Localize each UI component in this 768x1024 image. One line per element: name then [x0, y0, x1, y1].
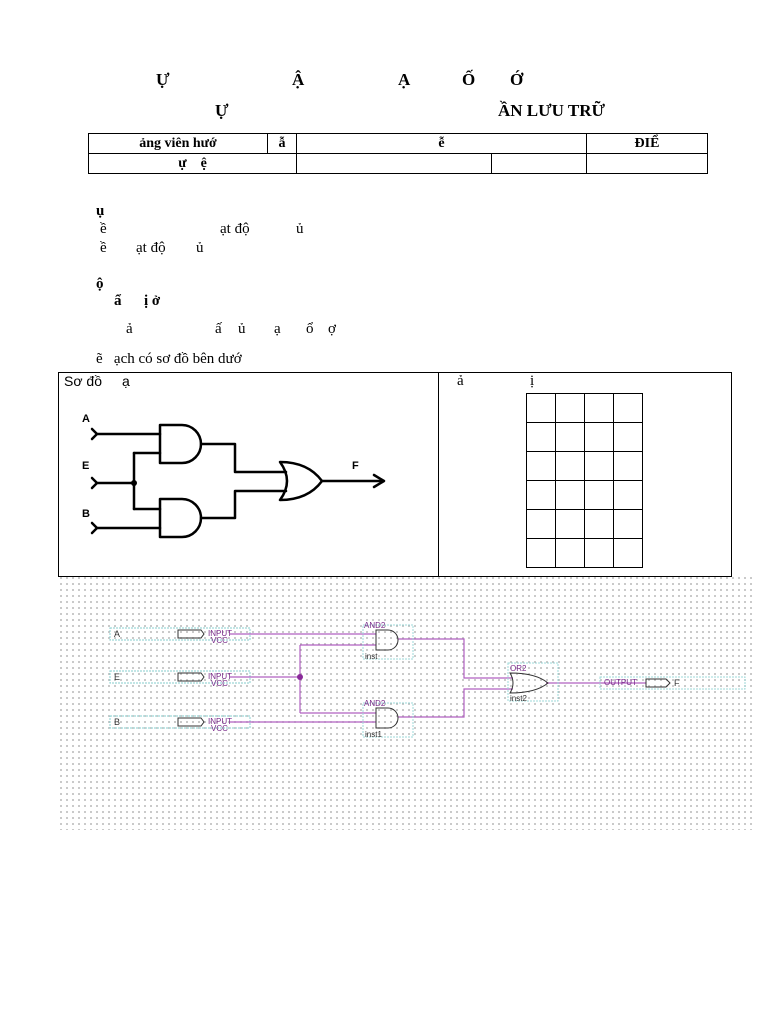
schematic-or-gate [509, 672, 549, 694]
section1-line2-b: ạt độ [136, 240, 166, 256]
and-gate-2 [158, 497, 203, 539]
and-gate-1 [158, 423, 203, 465]
title-line1-part1: Ự [156, 70, 170, 89]
section1-line2-a: ề [100, 240, 107, 256]
schematic-and2-type: AND2 [364, 699, 386, 708]
cell-name-label: ễ [296, 133, 587, 154]
truth-table-title-a: ả [457, 373, 464, 389]
section1-line1-b: ạt độ [220, 221, 250, 237]
output-pin-shape [645, 678, 671, 688]
cell-instructor-label-2: ẫ [267, 133, 297, 154]
task-part-3: ủ [238, 321, 246, 337]
cell-date-label: ự ệ [88, 153, 297, 174]
schematic-input-a-type: INPUT [208, 629, 232, 638]
circuit-title-b: ạ [122, 373, 130, 389]
section2-sub-a: ẩ [114, 293, 122, 309]
schematic-output-name: F [674, 678, 680, 688]
cell-empty-1 [296, 153, 492, 174]
cell-empty-3 [586, 153, 708, 174]
input-label-e: E [82, 460, 89, 472]
truth-table-grid [526, 393, 643, 568]
section2-intro: ẽ ạch có sơ đồ bên dướ [96, 351, 242, 367]
section2-heading: ộ [96, 276, 104, 292]
schematic-or-inst: inst2 [510, 694, 527, 703]
section2-sub-b: ị ở [144, 293, 161, 309]
section1-heading: ụ [96, 203, 105, 219]
cell-instructor-label: ảng viên hướ [88, 133, 268, 154]
input-label-a: A [82, 413, 90, 425]
schematic-and2-inst: inst1 [365, 730, 382, 739]
schematic-or-type: OR2 [510, 664, 527, 673]
task-part-4: ạ [274, 321, 281, 337]
schematic-input-b-type: INPUT [208, 717, 232, 726]
schematic-diagram: A E B INPUT VCC INPUT VCC INPUT VCC AND2… [109, 621, 746, 739]
task-part-6: ợ [328, 321, 336, 337]
title-line2-left: Ự [215, 101, 229, 120]
schematic-input-e-name: E [114, 672, 120, 682]
title-line1-part3: Ạ [398, 70, 411, 89]
or-gate [278, 460, 324, 502]
cell-score-label: ĐIỂ [586, 133, 708, 154]
input-label-b: B [82, 508, 90, 520]
schematic-and-gate-2 [375, 707, 399, 729]
info-table: ảng viên hướ ẫ ễ ĐIỂ ự ệ [88, 133, 708, 174]
schematic-input-e-sub: VCC [211, 679, 228, 688]
task-part-2: ấ [215, 321, 222, 337]
schematic-input-e-type: INPUT [208, 672, 232, 681]
section1-line2-c: ủ [196, 240, 204, 256]
cell-empty-2 [491, 153, 587, 174]
task-part-1: ả [126, 321, 133, 337]
cell-date-label-b: ệ [200, 155, 207, 171]
schematic-output-type: OUTPUT [604, 678, 637, 687]
cell-date-label-a: ự [178, 155, 187, 171]
schematic-input-a-name: A [114, 629, 120, 639]
schematic-and-gate-1 [375, 629, 399, 651]
truth-table-title-b: ị [530, 373, 535, 389]
junction-dot [131, 480, 137, 486]
schematic-junction-dot [297, 674, 303, 680]
task-part-5: ổ [306, 321, 314, 337]
schematic-and1-inst: inst [365, 652, 378, 661]
section1-line1-c: ủ [296, 221, 304, 237]
schematic-input-b-sub: VCC [211, 724, 228, 733]
output-label-f: F [352, 460, 359, 472]
title-line1-part2: Ậ [292, 70, 305, 89]
title-line1-part4: Ố [462, 70, 476, 89]
title-line1-part5: Ớ [510, 70, 524, 89]
logic-circuit-diagram: A E B F [82, 413, 386, 539]
schematic-and1-type: AND2 [364, 621, 386, 630]
circuit-title-a: Sơ đồ [64, 373, 102, 389]
section1-line1-a: ề [100, 221, 107, 237]
schematic-input-b-name: B [114, 717, 120, 727]
schematic-input-a-sub: VCC [211, 636, 228, 645]
output-arrow [372, 473, 386, 489]
title-line2-right: ẦN LƯU TRỮ [498, 101, 606, 120]
